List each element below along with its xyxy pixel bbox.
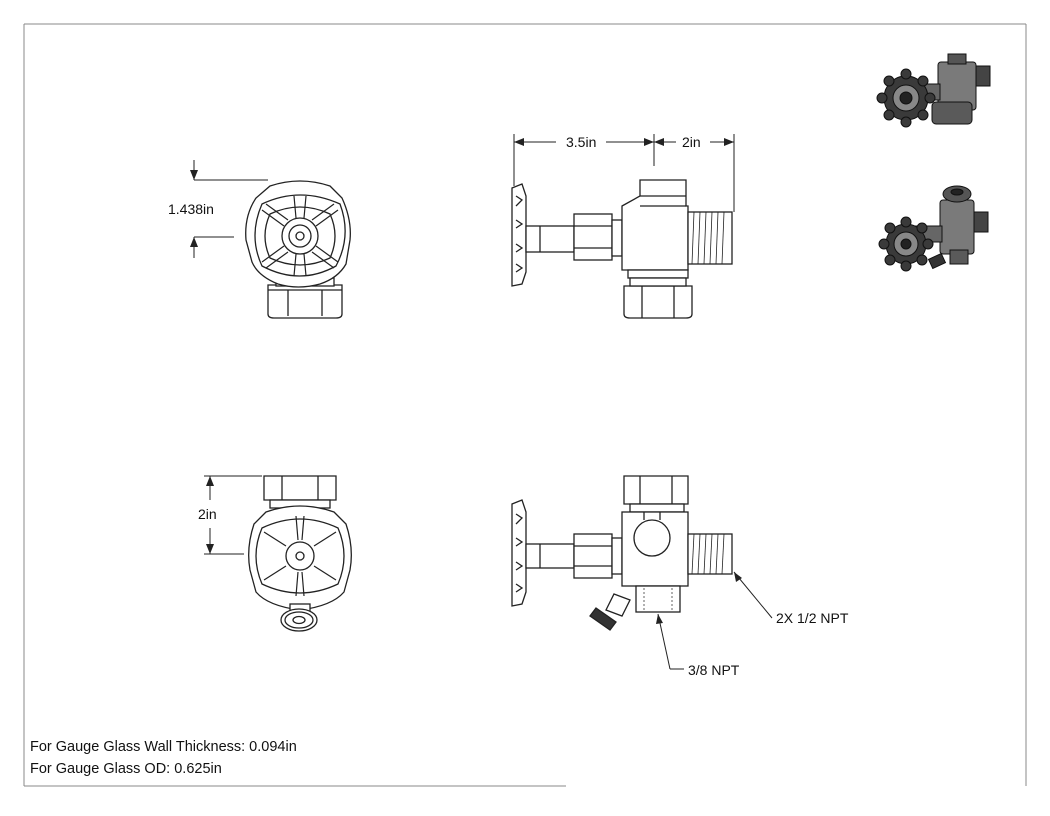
- dim-body-length: 2in: [682, 134, 701, 150]
- side-view: [511, 134, 735, 319]
- sheet-border: [23, 23, 1027, 787]
- front-view: [190, 160, 351, 319]
- iso-view-2: [878, 185, 989, 272]
- note-wall-thickness: For Gauge Glass Wall Thickness: 0.094in: [30, 739, 297, 755]
- callout-connection-a: 2X 1/2 NPT: [776, 610, 849, 626]
- note-outer-diameter: For Gauge Glass OD: 0.625in: [30, 761, 222, 777]
- callout-connection-b: 3/8 NPT: [688, 662, 740, 678]
- dim-handwheel-height: 1.438in: [168, 201, 214, 217]
- dim-bonnet-length: 3.5in: [566, 134, 596, 150]
- dim-overall-height: 2in: [198, 506, 217, 522]
- iso-view-1: [876, 53, 991, 128]
- rear-view: [204, 475, 352, 632]
- section-view: [511, 475, 773, 670]
